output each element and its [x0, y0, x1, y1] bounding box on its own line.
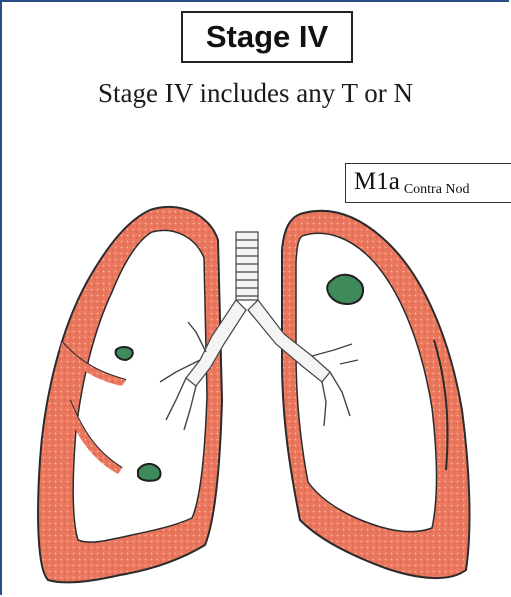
nodule-left-upper — [116, 347, 133, 360]
trachea — [236, 232, 258, 300]
right-lung — [282, 211, 469, 578]
nodule-right-upper — [327, 275, 363, 304]
nodule-left-lower — [138, 464, 161, 481]
